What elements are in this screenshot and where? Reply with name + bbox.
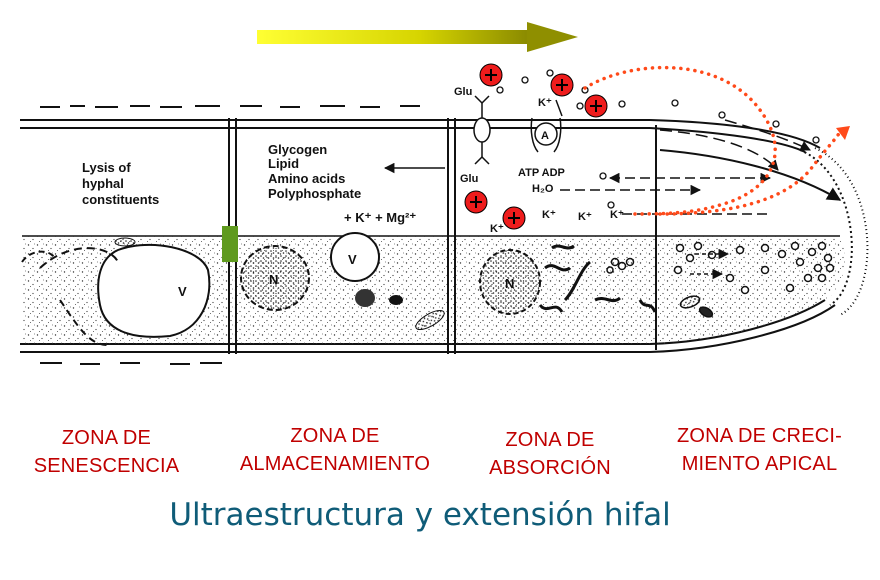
proton-5 xyxy=(502,206,526,230)
storage-ions-label: + K⁺ + Mg²⁺ xyxy=(344,210,416,225)
glucose-transporter xyxy=(473,95,491,165)
svg-text:Glycogen: Glycogen xyxy=(268,142,327,157)
outer-wall-dashes xyxy=(40,105,420,365)
apical-arrows xyxy=(679,248,730,318)
water-label: H₂O xyxy=(532,183,554,195)
svg-text:Lysis of: Lysis of xyxy=(82,160,131,175)
atp-adp-label: ATP ADP xyxy=(518,167,565,179)
svg-text:constituents: constituents xyxy=(82,192,159,207)
storage-nucleus xyxy=(240,245,310,311)
svg-text:Polyphosphate: Polyphosphate xyxy=(268,186,361,201)
storage-vacuole-label: V xyxy=(348,252,357,267)
k-label-1: K⁺ xyxy=(490,223,504,235)
nucleus-label: N xyxy=(269,272,278,287)
glu-bottom-label: Glu xyxy=(460,173,478,185)
septum-marker xyxy=(222,226,238,262)
vacuole-label: V xyxy=(178,284,187,299)
zone-apical-growth-label: ZONA DE CRECI-MIENTO APICAL xyxy=(676,425,843,475)
svg-text:Lipid: Lipid xyxy=(268,156,299,171)
mitochondria xyxy=(538,244,657,313)
svg-text:hyphal: hyphal xyxy=(82,176,124,191)
atpase-pump xyxy=(530,99,563,153)
k-label-2: K⁺ xyxy=(542,209,556,221)
proton-4 xyxy=(464,190,488,214)
ion-flow-dotted-path xyxy=(583,65,842,216)
k-label-atpase: K⁺ xyxy=(538,97,552,109)
storage-labels: Glycogen Lipid Amino acids Polyphosphate xyxy=(268,142,361,201)
ion-flow-arrowhead xyxy=(836,126,850,140)
lysis-label: Lysis of hyphal constituents xyxy=(82,160,159,207)
storage-granules xyxy=(114,237,445,331)
svg-text:Amino acids: Amino acids xyxy=(268,171,345,186)
transport-arrows xyxy=(383,119,842,215)
absorption-vesicles xyxy=(606,257,635,274)
cytoplasm xyxy=(22,235,846,344)
proton-2 xyxy=(550,73,574,97)
proton-3 xyxy=(584,94,608,118)
proton-1 xyxy=(479,63,503,87)
absorption-nucleus-label: N xyxy=(505,276,514,291)
k-label-3: K⁺ xyxy=(578,211,592,223)
apical-vesicles xyxy=(673,241,835,295)
senescence-vacuole xyxy=(21,243,211,346)
absorption-nucleus xyxy=(479,249,541,315)
storage-vacuole xyxy=(330,232,380,282)
k-label-4: K⁺ xyxy=(610,209,624,221)
proton-particles xyxy=(464,63,608,230)
atpase-label: A xyxy=(541,130,549,142)
glu-top-label: Glu xyxy=(454,86,472,98)
figure-caption: Ultraestructura y extensión hifal xyxy=(169,497,671,533)
growth-direction-arrow xyxy=(257,22,578,52)
